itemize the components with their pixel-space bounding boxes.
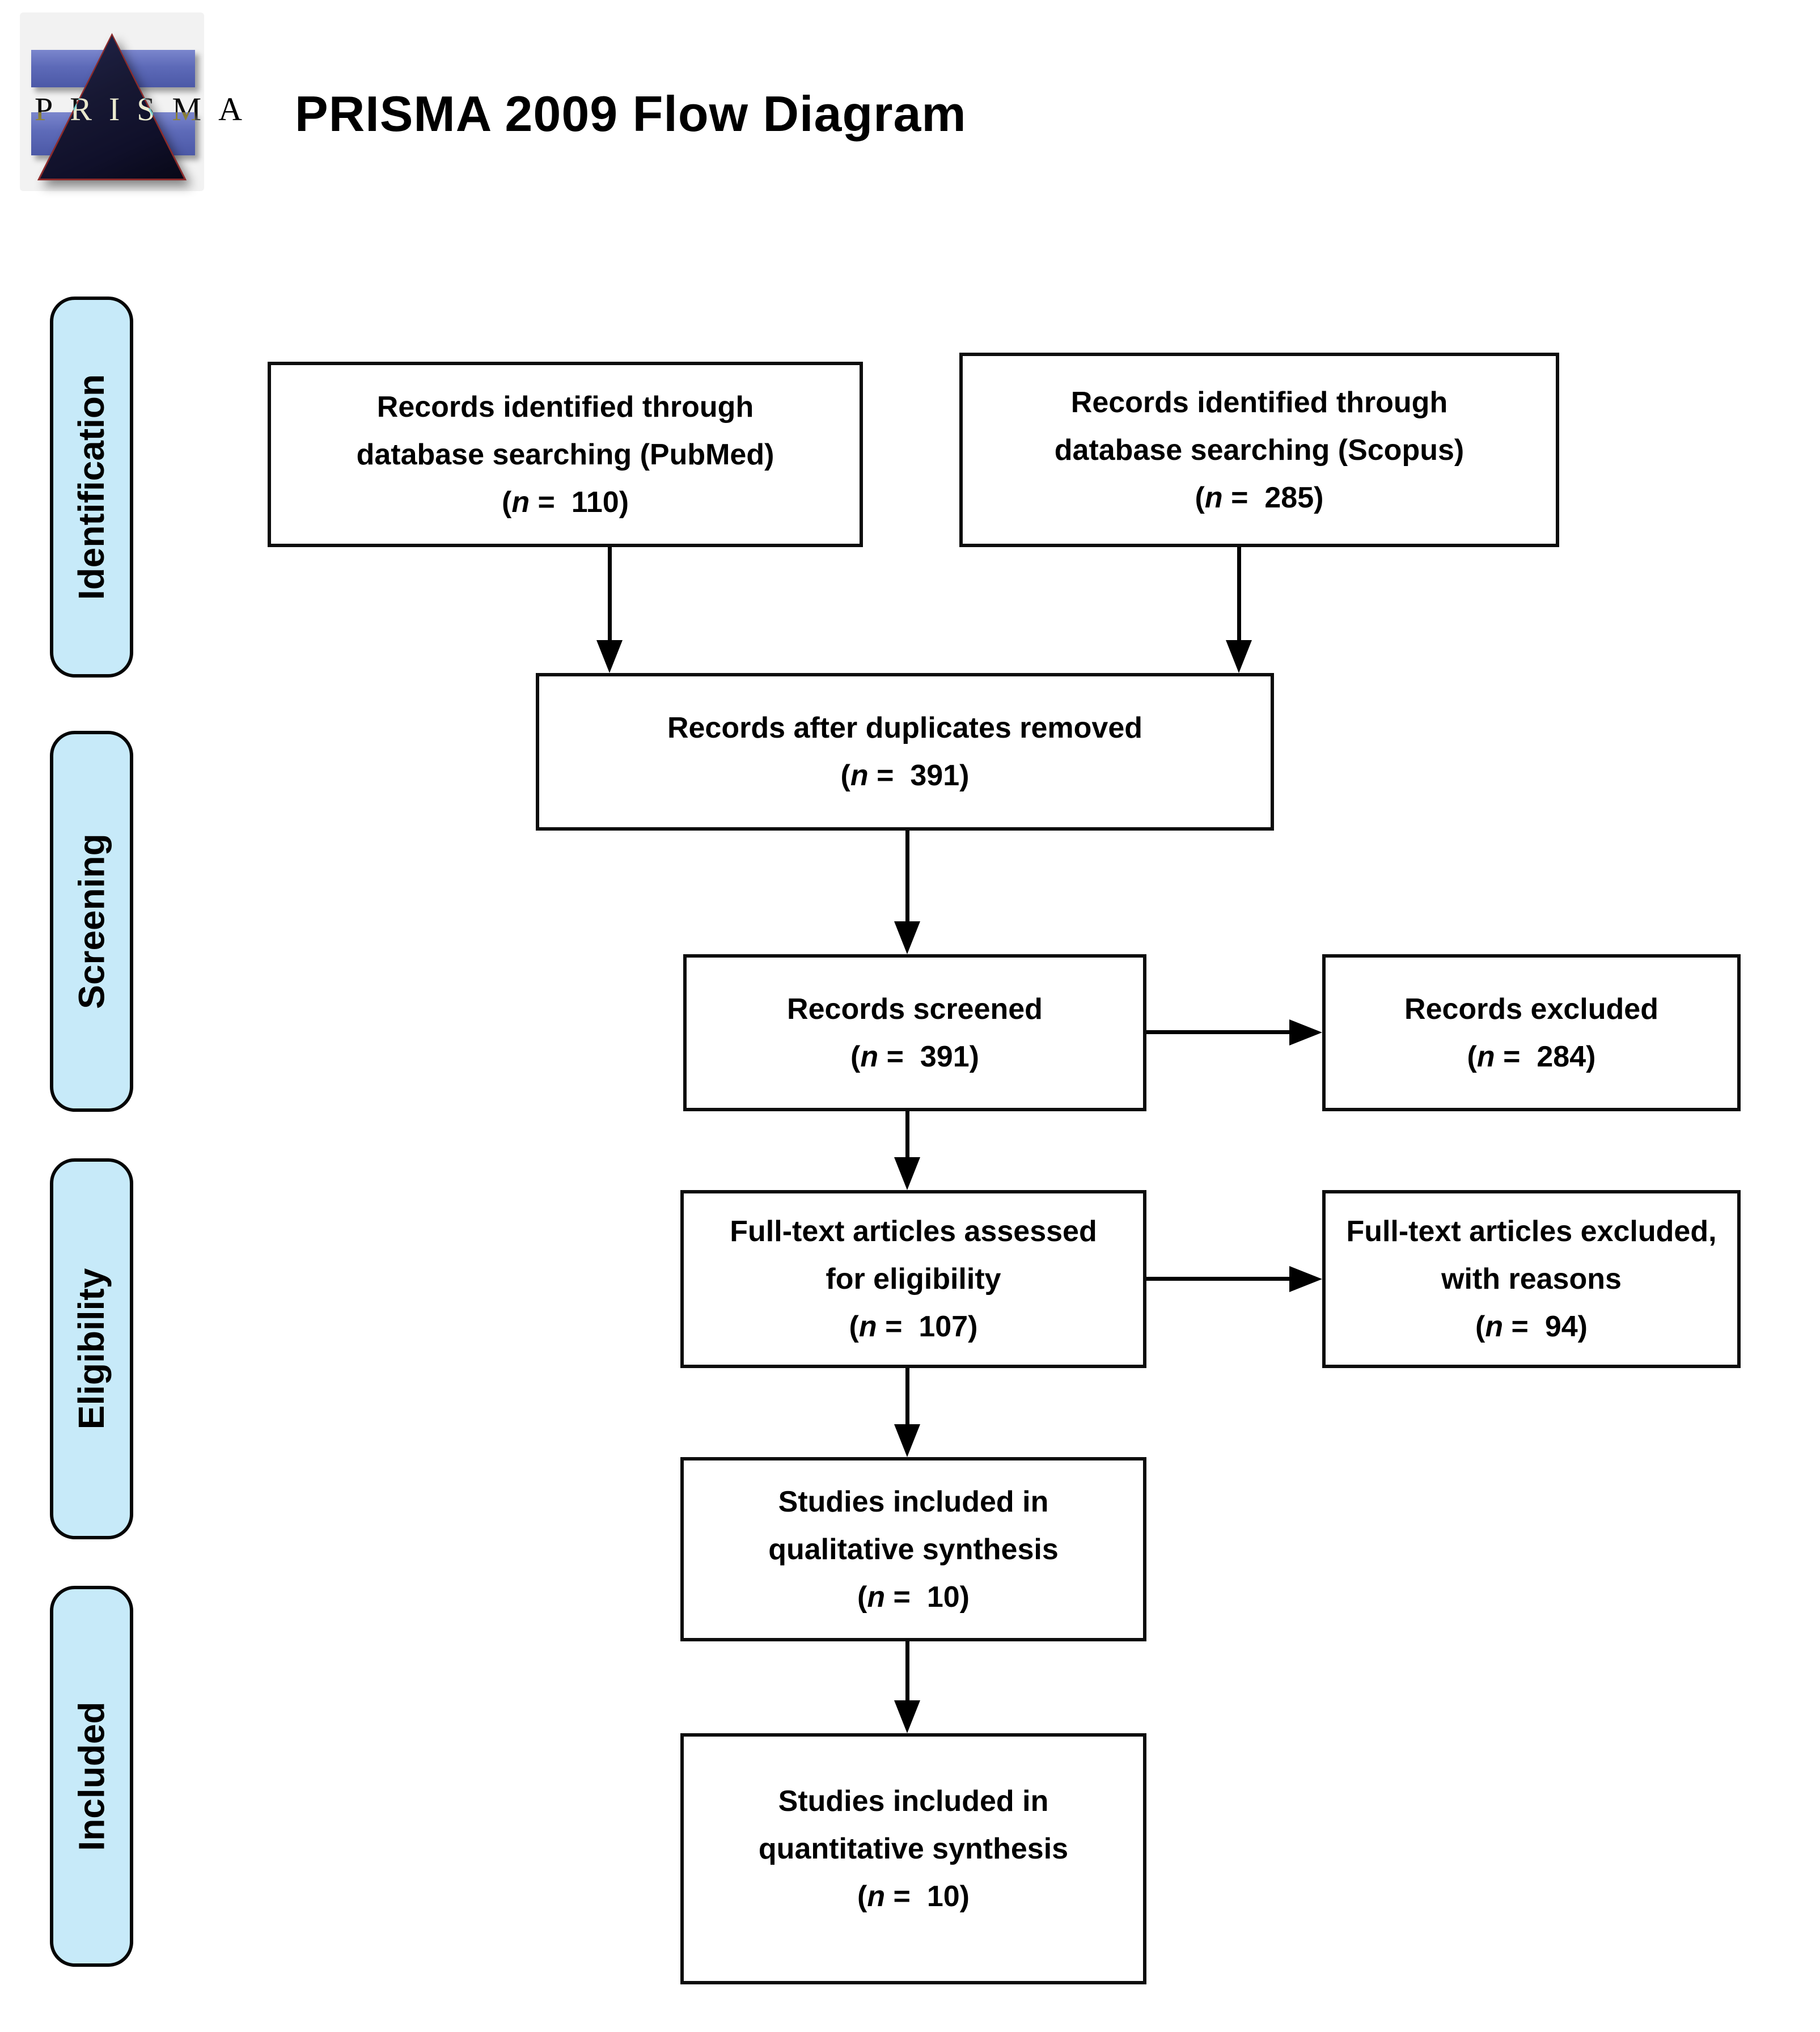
stage-label-text: Eligibility xyxy=(71,1268,112,1430)
box-line: quantitative synthesis xyxy=(758,1832,1069,1865)
stage-label-screening: Screening xyxy=(50,731,133,1112)
stage-label-text: Identification xyxy=(71,374,112,600)
arrow-screened-to-fulltext-head xyxy=(894,1157,920,1190)
arrow-fulltext-to-qualitative-head xyxy=(894,1424,920,1457)
box-line: Full-text articles excluded, xyxy=(1346,1215,1717,1248)
box-count-line: (n = 110) xyxy=(501,485,629,519)
arrow-duplicates-to-screened-line xyxy=(905,831,909,926)
arrow-qualitative-to-quantitative-line xyxy=(905,1641,909,1705)
box-count-line: (n = 10) xyxy=(857,1580,970,1614)
box-fulltext-excluded: Full-text articles excluded, with reason… xyxy=(1322,1190,1741,1368)
box-count-line: (n = 94) xyxy=(1475,1310,1588,1343)
box-count-line: (n = 391) xyxy=(850,1040,979,1073)
box-line: Records excluded xyxy=(1404,992,1658,1026)
box-count-line: (n = 284) xyxy=(1467,1040,1596,1073)
box-line: Records identified through xyxy=(1070,386,1448,419)
box-records-identified-scopus: Records identified through database sear… xyxy=(959,353,1559,547)
box-records-screened: Records screened (n = 391) xyxy=(683,954,1146,1111)
arrow-fulltext-to-ftexcluded-line xyxy=(1146,1277,1292,1281)
stage-label-included: Included xyxy=(50,1586,133,1967)
stage-label-eligibility: Eligibility xyxy=(50,1158,133,1539)
stage-label-text: Screening xyxy=(71,833,112,1009)
page-title: PRISMA 2009 Flow Diagram xyxy=(295,86,967,142)
box-line: Full-text articles assessed xyxy=(730,1215,1097,1248)
arrow-scopus-to-duplicates-line xyxy=(1237,547,1241,645)
arrow-fulltext-to-qualitative-line xyxy=(905,1368,909,1429)
arrow-pubmed-to-duplicates-head xyxy=(596,640,623,673)
logo-wordmark: PRISMA xyxy=(35,90,259,128)
stage-label-identification: Identification xyxy=(50,297,133,678)
box-fulltext-assessed: Full-text articles assessed for eligibil… xyxy=(680,1190,1146,1368)
stage-label-text: Included xyxy=(71,1701,112,1851)
arrow-screened-to-excluded-head xyxy=(1289,1019,1322,1045)
box-line: Records identified through xyxy=(376,390,754,424)
arrow-qualitative-to-quantitative-head xyxy=(894,1700,920,1733)
box-count-line: (n = 10) xyxy=(857,1880,970,1913)
prisma-triangle-icon xyxy=(20,12,204,191)
box-count-line: (n = 107) xyxy=(849,1310,978,1343)
box-line: with reasons xyxy=(1441,1263,1622,1296)
arrow-duplicates-to-screened-head xyxy=(894,921,920,954)
box-line: database searching (Scopus) xyxy=(1054,433,1465,467)
box-count-line: (n = 391) xyxy=(840,759,970,792)
arrow-pubmed-to-duplicates-line xyxy=(608,547,612,645)
box-line: Studies included in xyxy=(778,1785,1049,1818)
box-line: Records screened xyxy=(787,992,1043,1026)
box-count-line: (n = 285) xyxy=(1195,481,1324,514)
box-records-excluded: Records excluded (n = 284) xyxy=(1322,954,1741,1111)
arrow-scopus-to-duplicates-head xyxy=(1226,640,1252,673)
arrow-fulltext-to-ftexcluded-head xyxy=(1289,1266,1322,1292)
arrow-screened-to-fulltext-line xyxy=(905,1111,909,1162)
box-quantitative-synthesis: Studies included in quantitative synthes… xyxy=(680,1733,1146,1984)
box-line: Records after duplicates removed xyxy=(667,712,1143,744)
prisma-logo: PRISMA xyxy=(20,12,259,191)
arrow-screened-to-excluded-line xyxy=(1146,1030,1292,1034)
box-line: qualitative synthesis xyxy=(768,1533,1059,1566)
box-line: database searching (PubMed) xyxy=(356,438,774,471)
box-qualitative-synthesis: Studies included in qualitative synthesi… xyxy=(680,1457,1146,1641)
box-records-identified-pubmed: Records identified through database sear… xyxy=(268,362,863,547)
box-line: Studies included in xyxy=(778,1485,1049,1518)
box-records-after-duplicates-removed: Records after duplicates removed (n = 39… xyxy=(536,673,1274,831)
box-line: for eligibility xyxy=(826,1263,1001,1296)
